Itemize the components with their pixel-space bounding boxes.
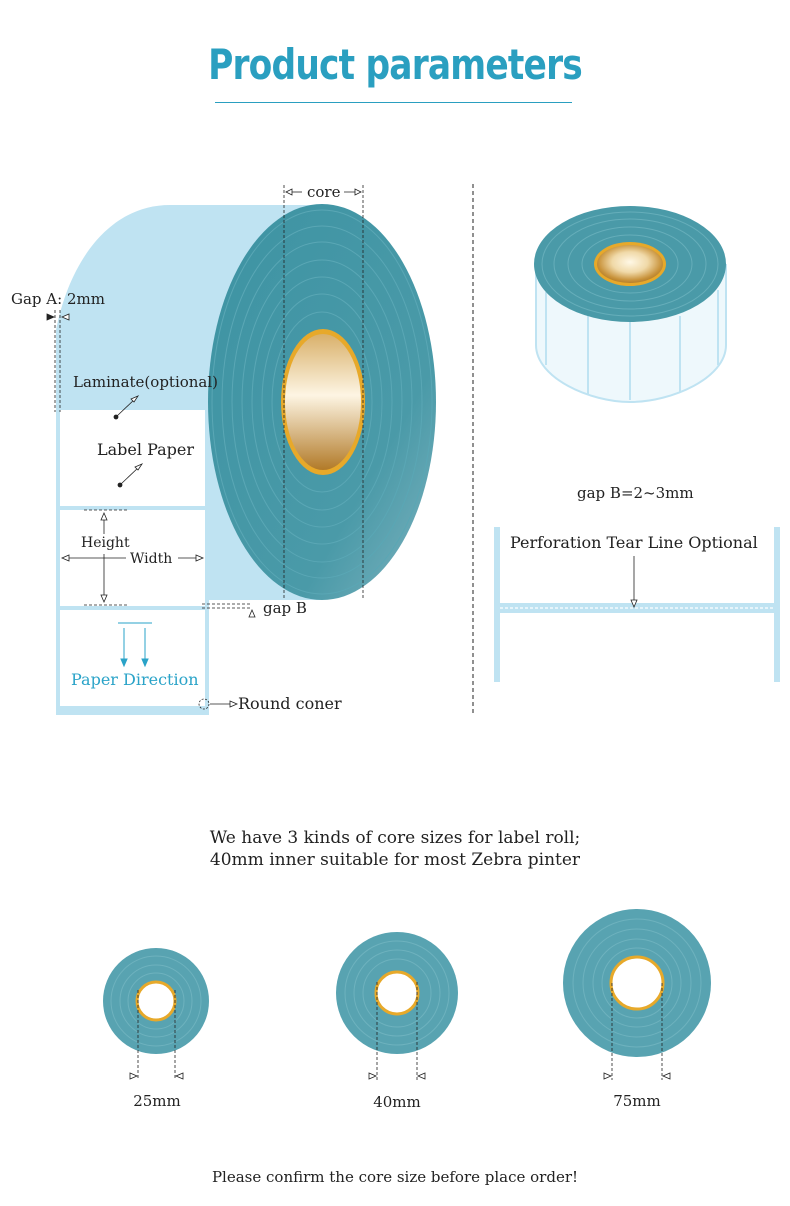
core-size-label-25: 25mm <box>133 1092 181 1110</box>
core-size-40mm <box>336 932 458 1080</box>
gap-a-marker <box>46 310 70 412</box>
laminate-label: Laminate(optional) <box>73 373 219 391</box>
round-corner-marker <box>198 698 239 710</box>
perforation-diagram <box>494 527 780 682</box>
core-label: core <box>305 183 343 201</box>
paper-direction-label: Paper Direction <box>71 670 199 689</box>
paper-direction-arrows <box>118 622 152 668</box>
height-width-dimension <box>60 509 205 606</box>
footer-note: Please confirm the core size before plac… <box>211 1168 579 1186</box>
core-size-25mm <box>103 948 209 1080</box>
perforation-label: Perforation Tear Line Optional <box>510 533 758 552</box>
core-dimension <box>283 185 364 600</box>
title-underline <box>215 102 572 103</box>
core-sizes-line1: We have 3 kinds of core sizes for label … <box>209 828 581 848</box>
core-size-label-75: 75mm <box>613 1092 661 1110</box>
label-paper-label: Label Paper <box>97 440 195 459</box>
gap-b-label: gap B <box>263 599 307 617</box>
big-roll <box>56 204 436 715</box>
gap-b-value-label: gap B=2~3mm <box>577 484 694 502</box>
core-size-label-40: 40mm <box>373 1093 421 1111</box>
gap-b-marker <box>202 603 256 618</box>
page-title: Product parameters <box>208 40 583 89</box>
small-roll <box>534 206 727 404</box>
height-label: Height <box>81 535 130 551</box>
round-coner-label: Round coner <box>238 694 342 713</box>
pointer-lines <box>113 395 144 488</box>
width-label: Width <box>130 551 173 567</box>
core-sizes-line2: 40mm inner suitable for most Zebra pinte… <box>209 850 581 870</box>
gap-a-label: Gap A: 2mm <box>11 290 105 308</box>
core-size-75mm <box>563 909 711 1080</box>
